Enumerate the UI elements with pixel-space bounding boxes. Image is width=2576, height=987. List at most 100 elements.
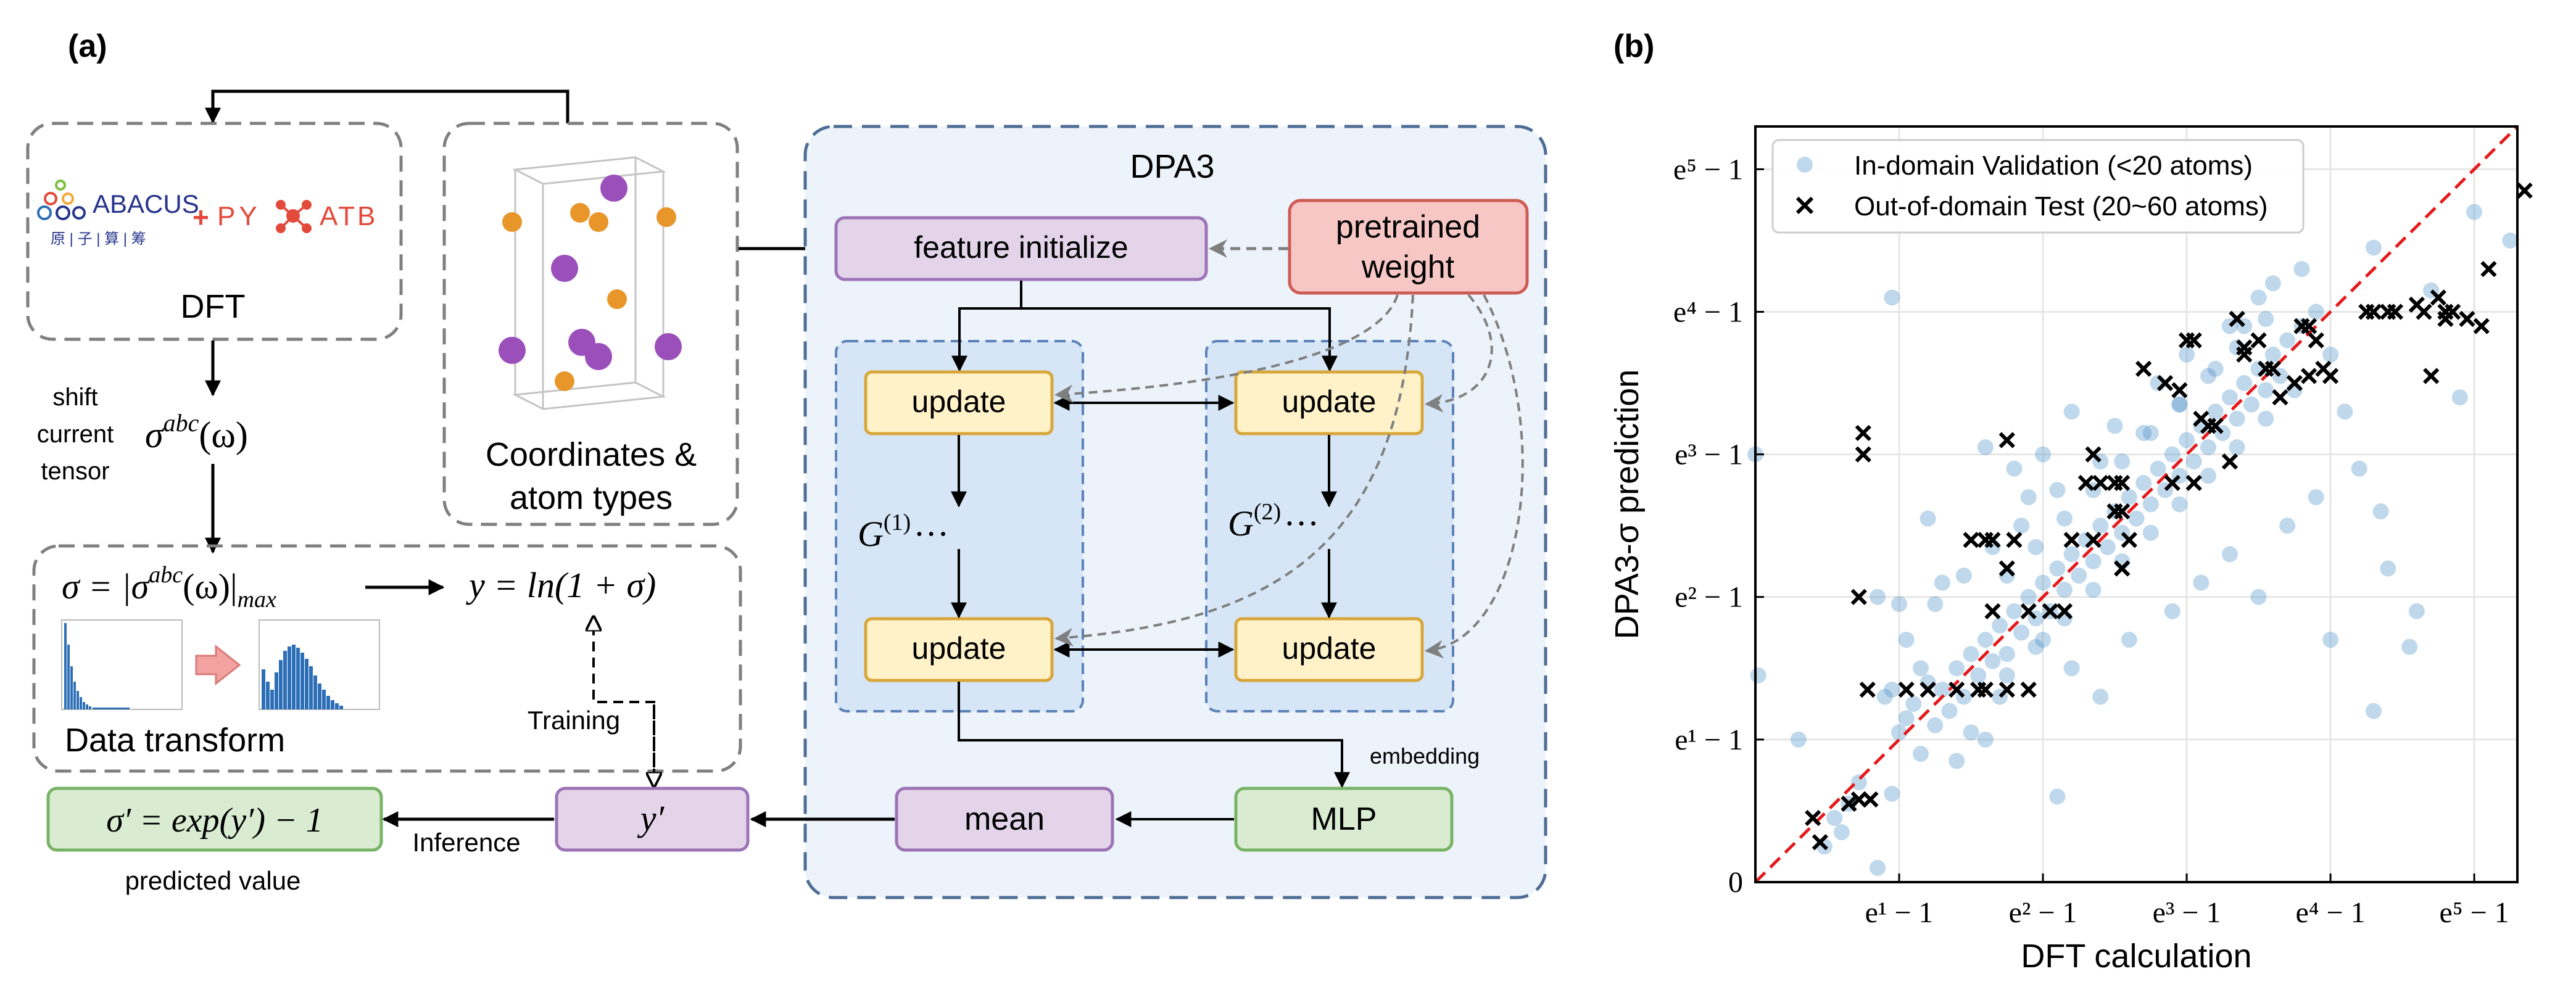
y-tick-label: e² − 1 [1675,581,1743,614]
legend-box [1771,139,2305,234]
validation-point [2193,574,2209,591]
validation-point [2179,432,2195,448]
update-box-3 [864,617,1054,682]
test-point [2164,474,2180,491]
validation-point [2200,468,2217,484]
test-point [2229,310,2245,328]
structure-box [442,122,739,526]
panel-b-label: (b) [1613,28,1654,64]
inference-label: Inference [412,828,520,857]
validation-point [1912,660,1929,677]
test-point [1862,791,1879,808]
test-point [2387,304,2404,320]
test-point [2264,360,2281,378]
validation-point [2027,539,2044,555]
validation-point [2250,289,2267,306]
validation-point [2236,375,2253,392]
validation-point [1870,859,1886,876]
update-box-4 [1234,617,1424,682]
validation-point [1934,681,1950,698]
test-point [2300,368,2317,384]
validation-point [1949,753,1965,769]
validation-point [1876,688,1893,705]
validation-point [2164,603,2180,619]
predicted-value-box [46,787,383,852]
test-point [2114,560,2131,577]
atom-icon [656,207,676,227]
validation-point [2221,546,2238,563]
legend-label-test: Out-of-domain Test (20~60 atoms) [1854,191,2268,221]
transform-arrow-icon [195,644,241,686]
panel-a: (a) ABACUS 原 | 子 | 算 | 筹 + PY ATB DFT [26,28,1547,899]
validation-point [2372,503,2389,520]
mean-box [895,787,1114,852]
atom-icon [551,255,578,282]
logo-dot-icon [37,205,52,220]
validation-point [1884,681,1900,698]
logo-dot-icon [55,180,66,191]
validation-point [2185,453,2202,470]
validation-point [1977,632,1994,648]
logo-dot-icon [72,206,86,220]
validation-point [1891,724,1908,741]
validation-point [2150,460,2166,477]
g2-label: G(2)··· [1228,499,1319,543]
validation-point [1977,731,1994,748]
test-point [2423,368,2440,384]
validation-point [1927,717,1944,733]
atom-icon [589,212,608,232]
mean-label: mean [964,801,1045,837]
validation-point [2451,389,2468,406]
y-tick-label: e³ − 1 [1675,439,1743,471]
validation-point [1992,617,2008,634]
current-label: current [37,421,114,448]
validation-point [2135,474,2152,491]
validation-point [1970,667,1987,683]
validation-point [2085,582,2102,598]
test-point [1841,795,1857,812]
validation-point [1955,568,1972,584]
validation-point [2171,496,2188,513]
atom-icon [585,343,612,370]
test-point [2042,603,2058,619]
test-point [2445,304,2461,320]
histogram-before-chart [61,619,183,710]
training-label: Training [528,706,620,735]
validation-point [2085,553,2102,569]
validation-point [2035,446,2052,463]
pretrained-curve-1 [1054,294,1399,403]
crystal-structure [499,156,682,410]
update-label-1: update [912,384,1006,419]
abacus-chinese-text: 原 | 子 | 算 | 筹 [51,231,146,247]
validation-point [2337,403,2353,420]
update-box-1 [864,370,1054,436]
validation-point [2502,232,2519,249]
x-tick-label: e³ − 1 [2153,896,2221,929]
validation-point [1898,710,1915,727]
atom-icon [499,337,526,364]
validation-point [1977,439,1994,456]
test-point [2077,474,2095,491]
validation-point [2135,424,2152,441]
legend-marker-x [1795,196,1814,215]
validation-point [2013,518,2030,534]
validation-point [2365,703,2382,719]
y-tick-label: e¹ − 1 [1675,724,1743,756]
validation-point [1998,646,2015,663]
validation-point [2279,518,2296,534]
test-point [1984,603,2001,619]
validation-point [2200,368,2217,384]
legend-marker-circle [1797,157,1813,173]
validation-point [1884,785,1900,802]
validation-point [2092,518,2109,534]
pretrained-label-line2: weight [1361,249,1455,285]
test-point [2171,382,2188,399]
y-tick-label: 0 [1728,866,1743,899]
test-point [1998,681,2015,698]
y-tick-label: e⁵ − 1 [1673,153,1743,186]
test-point [1855,446,1871,463]
validation-point [2322,346,2339,363]
sigma-max-equation: σ = |σabc(ω)|max [62,562,276,613]
test-point [2063,532,2080,548]
